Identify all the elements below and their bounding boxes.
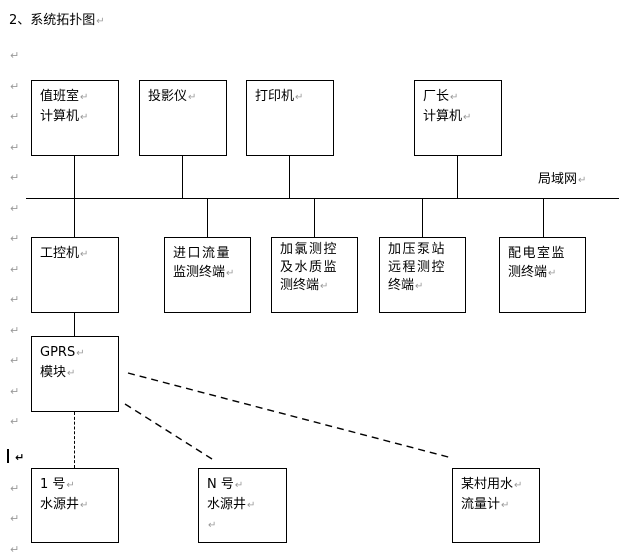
- node-line: ↵: [207, 515, 286, 535]
- node-line: 加氯测控: [280, 242, 339, 257]
- pilcrow-mark: ↵: [80, 500, 89, 511]
- connector-gprs-to-well-1: [74, 412, 75, 468]
- pilcrow-mark: ↵: [226, 268, 235, 279]
- pilcrow-mark: ↵: [320, 281, 329, 292]
- node-line: 流量计↵: [461, 497, 510, 512]
- node-booster-pump-terminal[interactable]: 加压泵站 远程测控 终端↵: [379, 237, 466, 313]
- connector-industrial-control-to-gprs: [74, 313, 75, 336]
- node-printer[interactable]: 打印机↵: [246, 80, 334, 156]
- node-power-room-terminal[interactable]: 配电室监 测终端↵: [499, 237, 586, 313]
- pilcrow-mark-4: ↵: [10, 141, 20, 154]
- connector-gprs-to-village-flowmeter: [127, 372, 453, 459]
- node-line: 厂长↵: [423, 89, 459, 104]
- pilcrow-mark: ↵: [578, 175, 587, 186]
- pilcrow-mark-2: ↵: [10, 80, 20, 93]
- pilcrow-mark-11: ↵: [10, 354, 20, 367]
- pilcrow-mark: ↵: [295, 92, 304, 103]
- pilcrow-mark-13: ↵: [10, 415, 20, 428]
- node-line: 值班室↵: [40, 89, 89, 104]
- pilcrow-mark: ↵: [80, 112, 89, 123]
- pilcrow-mark: ↵: [548, 268, 557, 279]
- pilcrow-mark-8: ↵: [10, 263, 20, 276]
- connector-bus-to-chlorine: [314, 198, 315, 237]
- node-line: 计算机↵: [423, 109, 472, 124]
- pilcrow-mark: ↵: [76, 348, 85, 359]
- node-line: 测终端↵: [280, 278, 329, 293]
- node-line: 某村用水↵: [461, 477, 523, 492]
- lan-label: 局域网↵: [538, 172, 586, 189]
- node-line: 测终端↵: [508, 265, 557, 280]
- pilcrow-mark-15: ↵: [10, 482, 20, 495]
- pilcrow-mark-16: ↵: [10, 512, 20, 525]
- pilcrow-mark-9: ↵: [10, 293, 20, 306]
- page-title: 2、系统拓扑图↵: [9, 13, 105, 30]
- connector-bus-to-power-room: [543, 198, 544, 237]
- pilcrow-mark-7: ↵: [10, 232, 20, 245]
- node-line: 投影仪↵: [148, 89, 197, 104]
- node-inlet-flow-terminal[interactable]: 进口流量 监测终端↵: [164, 237, 251, 313]
- node-gprs-module[interactable]: GPRS↵ 模块↵: [31, 336, 119, 412]
- connector-printer-to-bus: [289, 156, 290, 198]
- node-director-computer[interactable]: 厂长↵ 计算机↵: [414, 80, 502, 156]
- pilcrow-mark-17: ↵: [10, 543, 20, 555]
- pilcrow-mark: ↵: [514, 480, 523, 491]
- node-line: N 号↵: [207, 477, 244, 492]
- node-line: 模块↵: [40, 365, 76, 380]
- lan-label-text: 局域网: [538, 172, 578, 187]
- pilcrow-mark: ↵: [80, 92, 89, 103]
- node-projector[interactable]: 投影仪↵: [139, 80, 227, 156]
- pilcrow-mark-14: ↵: [15, 451, 25, 464]
- node-line: 及水质监: [280, 260, 339, 275]
- pilcrow-mark-3: ↵: [10, 110, 20, 123]
- text-cursor: [7, 449, 9, 463]
- node-line: 水源井↵: [207, 497, 256, 512]
- node-line: 加压泵站: [388, 242, 447, 257]
- connector-gprs-to-well-n: [124, 403, 213, 460]
- node-line: 1 号↵: [40, 477, 75, 492]
- connector-bus-to-industrial-control: [74, 198, 75, 237]
- node-line: 终端↵: [388, 278, 424, 293]
- pilcrow-mark: ↵: [96, 16, 105, 27]
- node-village-water-flowmeter[interactable]: 某村用水↵ 流量计↵: [452, 468, 540, 543]
- connector-projector-to-bus: [182, 156, 183, 198]
- pilcrow-mark: ↵: [234, 480, 244, 491]
- lan-bus-line: [26, 198, 619, 199]
- page-title-text: 2、系统拓扑图: [9, 13, 96, 28]
- pilcrow-mark: ↵: [501, 500, 510, 511]
- node-line: 水源井↵: [40, 497, 89, 512]
- pilcrow-mark: ↵: [80, 249, 89, 260]
- node-line: 打印机↵: [255, 89, 304, 104]
- pilcrow-mark: ↵: [450, 92, 459, 103]
- node-well-n[interactable]: N 号↵ 水源井↵ ↵: [198, 468, 287, 543]
- pilcrow-mark: ↵: [415, 281, 424, 292]
- node-well-1[interactable]: 1 号↵ 水源井↵: [31, 468, 119, 543]
- pilcrow-mark-5: ↵: [10, 171, 20, 184]
- pilcrow-mark: ↵: [67, 368, 76, 379]
- pilcrow-mark: ↵: [463, 112, 472, 123]
- connector-bus-to-inlet-flow: [207, 198, 208, 237]
- pilcrow-mark-12: ↵: [10, 385, 20, 398]
- node-line: GPRS↵: [40, 345, 85, 360]
- connector-director-to-bus: [457, 156, 458, 198]
- node-line: 工控机↵: [40, 246, 89, 261]
- node-chlorine-water-quality-terminal[interactable]: 加氯测控 及水质监 测终端↵: [271, 237, 358, 313]
- node-industrial-control-computer[interactable]: 工控机↵: [31, 237, 119, 313]
- connector-bus-to-booster-pump: [422, 198, 423, 237]
- pilcrow-mark-6: ↵: [10, 202, 20, 215]
- node-line: 配电室监: [508, 246, 567, 261]
- node-line: 监测终端↵: [173, 265, 235, 280]
- node-line: 计算机↵: [40, 109, 89, 124]
- node-line: 远程测控: [388, 260, 447, 275]
- pilcrow-mark: ↵: [208, 520, 217, 531]
- connector-duty-room-to-bus: [74, 156, 75, 198]
- node-line: 进口流量: [173, 246, 232, 261]
- pilcrow-mark: ↵: [247, 500, 256, 511]
- pilcrow-mark: ↵: [188, 92, 197, 103]
- pilcrow-mark-10: ↵: [10, 324, 20, 337]
- pilcrow-mark: ↵: [66, 480, 75, 491]
- node-duty-room-computer[interactable]: 值班室↵ 计算机↵: [31, 80, 119, 156]
- pilcrow-mark-1: ↵: [10, 49, 20, 62]
